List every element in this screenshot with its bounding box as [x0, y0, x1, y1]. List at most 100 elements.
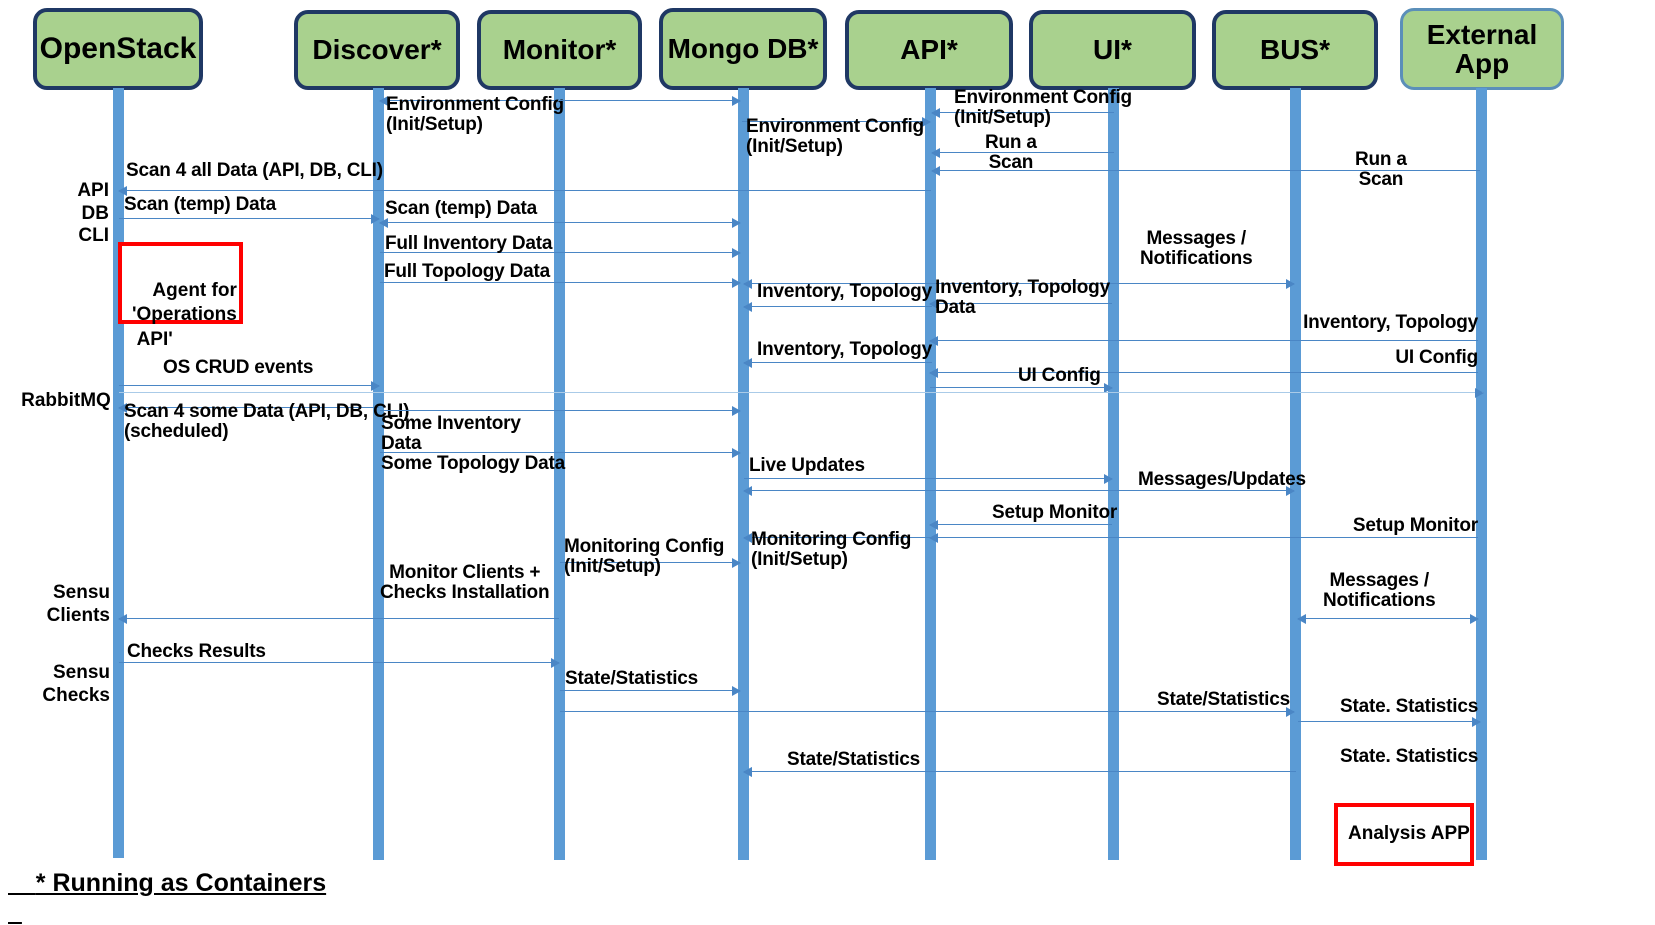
side-caption-sensu-clients: Sensu Clients — [10, 560, 110, 650]
participant-openstack[interactable]: OpenStack — [33, 8, 203, 90]
message-label-m11: Full Inventory Data — [385, 233, 553, 254]
message-arrow-m24 — [380, 405, 741, 416]
side-caption-label: API DB CLI — [77, 180, 109, 247]
message-label-m23: Scan 4 some Data (API, DB, CLI) (schedul… — [124, 401, 410, 442]
message-label-m39: State. Statistics — [1340, 746, 1479, 767]
message-arrow-m36 — [560, 685, 741, 696]
message-label-m09: Scan (temp) Data — [385, 198, 538, 219]
message-label-m04: Environment Config (Init/Setup) — [746, 116, 924, 157]
participant-label: OpenStack — [39, 32, 197, 66]
message-arrow-m18 — [743, 357, 932, 368]
note-analysis-app: Analysis APP — [1334, 803, 1474, 866]
message-label-m25: Some Topology Data — [381, 453, 565, 474]
lifeline-openstack — [113, 88, 124, 858]
message-arrow-m38 — [1298, 716, 1481, 727]
message-label-m34: Messages / Notifications — [1323, 570, 1436, 611]
participant-discover[interactable]: Discover* — [294, 10, 460, 90]
message-label-m35: Checks Results — [127, 641, 266, 662]
message-label-m29: Setup Monitor — [992, 502, 1118, 523]
message-arrow-m33 — [118, 613, 559, 624]
message-arrow-m31 — [743, 532, 932, 543]
message-label-m13: Messages / Notifications — [1140, 228, 1253, 269]
side-caption-api-db-cli: API DB CLI — [14, 158, 109, 270]
message-arrow-m01 — [379, 95, 560, 106]
side-caption-label: Sensu Clients — [46, 582, 110, 626]
participant-label: UI* — [1093, 34, 1132, 66]
message-label-m15: Inventory, Topology — [757, 281, 932, 302]
message-label-m06: Run a Scan — [1355, 149, 1407, 190]
participant-api[interactable]: API* — [845, 10, 1013, 90]
side-caption-sensu-checks: Sensu Checks — [10, 640, 110, 730]
message-arrow-m37 — [560, 706, 1295, 717]
message-label-m21: OS CRUD events — [163, 357, 314, 378]
message-label-m40: State/Statistics — [787, 749, 921, 770]
message-label-m01: Environment Config (Init/Setup) — [386, 94, 564, 135]
lifeline-discover — [373, 88, 384, 860]
message-label-m08: Scan (temp) Data — [124, 194, 277, 215]
message-arrow-m26 — [744, 473, 1113, 484]
message-arrow-m03 — [931, 107, 1114, 118]
message-label-m18: Inventory, Topology — [757, 339, 932, 360]
message-label-m07: Scan 4 all Data (API, DB, CLI) — [126, 160, 383, 181]
message-arrow-m17 — [929, 335, 1478, 346]
lifeline-mongodb — [738, 88, 749, 860]
message-label-m32: Monitoring Config (Init/Setup) — [564, 536, 725, 577]
message-arrow-m10 — [558, 217, 741, 228]
participant-label: BUS* — [1259, 34, 1330, 66]
message-arrow-m20 — [930, 382, 1113, 393]
footnote-label: * Running as Containers — [35, 869, 327, 897]
message-label-m05: Run a Scan — [985, 132, 1037, 173]
message-arrow-m35 — [119, 657, 560, 668]
message-arrow-m12 — [380, 277, 741, 288]
note-label: Agent for 'Operations API' — [132, 279, 237, 351]
lifeline-extapp — [1476, 88, 1487, 860]
message-arrow-m23 — [118, 402, 379, 413]
participant-ui[interactable]: UI* — [1029, 10, 1196, 90]
note-label: Analysis APP — [1348, 823, 1470, 845]
participant-mongodb[interactable]: Mongo DB* — [659, 8, 827, 90]
note-agent-operations-api: Agent for 'Operations API' — [118, 242, 243, 350]
participant-bus[interactable]: BUS* — [1212, 10, 1378, 90]
lifeline-ui — [1108, 88, 1119, 860]
message-arrow-m07 — [118, 185, 931, 196]
message-label-m03: Environment Config (Init/Setup) — [954, 87, 1132, 128]
message-label-m37: State/Statistics — [1156, 689, 1290, 710]
side-caption-rabbitmq: RabbitMQ — [0, 368, 111, 435]
message-label-m33: Monitor Clients + Checks Installation — [380, 562, 550, 603]
participant-label: API* — [900, 34, 958, 66]
message-arrow-m16 — [929, 298, 1112, 309]
message-arrow-m14 — [743, 278, 1114, 289]
message-label-m36: State/Statistics — [565, 668, 699, 689]
message-label-m17: Inventory, Topology — [1303, 312, 1478, 333]
message-arrow-m29 — [929, 519, 1112, 530]
message-arrow-m30 — [929, 532, 1478, 543]
message-arrow-m27 — [1112, 485, 1295, 496]
message-label-m20: UI Config — [1018, 365, 1101, 386]
message-arrow-m19 — [929, 367, 1478, 378]
message-arrow-m06 — [931, 165, 1480, 176]
message-label-m30: Setup Monitor — [1352, 515, 1478, 536]
message-label-m12: Full Topology Data — [384, 261, 550, 282]
participant-external-app[interactable]: External App — [1400, 8, 1564, 90]
message-arrow-m02 — [558, 95, 741, 106]
message-arrow-m32 — [560, 557, 741, 568]
message-arrow-m05 — [931, 147, 1114, 158]
lifeline-monitor — [554, 88, 565, 860]
participant-monitor[interactable]: Monitor* — [477, 10, 642, 90]
participant-label: Monitor* — [502, 34, 617, 66]
message-label-m27: Messages/Updates — [1138, 469, 1306, 490]
side-caption-label: Sensu Checks — [42, 662, 110, 706]
side-caption-label: RabbitMQ — [21, 390, 111, 412]
participant-label: External App — [1426, 18, 1538, 79]
message-label-m31: Monitoring Config (Init/Setup) — [751, 529, 912, 570]
message-label-m26: Live Updates — [749, 455, 865, 476]
message-label-m19: UI Config — [1395, 347, 1478, 368]
message-arrow-m22 — [119, 387, 1484, 398]
message-label-m38: State. Statistics — [1340, 696, 1479, 717]
footnote-running-as-containers: * Running as Containers — [8, 840, 326, 925]
lifeline-api — [925, 88, 936, 860]
participant-label: Discover* — [312, 34, 442, 66]
message-arrow-m04 — [742, 116, 931, 127]
message-arrow-m28 — [743, 485, 1114, 496]
